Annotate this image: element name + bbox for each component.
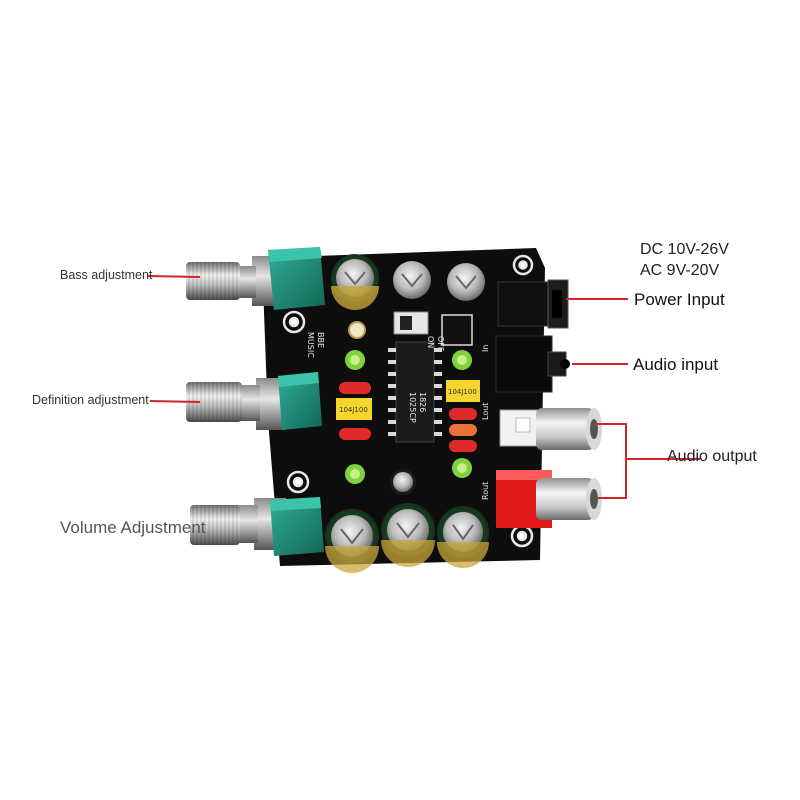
chip-marking-1: 1025CP (408, 392, 417, 423)
cap-code-left: 104J100 (339, 406, 368, 414)
volume-adjustment-label: Volume Adjustment (60, 518, 206, 537)
silkscreen: 1025CP 1826 104J100 104J100 ON OFF BBE M… (306, 332, 490, 500)
power-switch[interactable] (393, 311, 429, 335)
rca-jack-white[interactable] (536, 408, 602, 450)
cap-code-right: 104J100 (448, 388, 477, 396)
rca-jack-red[interactable] (496, 470, 602, 528)
definition-adjustment-label: Definition adjustment (32, 393, 149, 407)
component-outline (441, 314, 473, 346)
lout-label: Lout (481, 403, 490, 420)
switch-on-label: ON (426, 336, 435, 348)
audio-input-jack[interactable] (495, 335, 570, 393)
audio-input-label: Audio input (633, 355, 719, 374)
definition-leader (149, 400, 201, 403)
mounting-holes (282, 254, 534, 548)
audio-output-label: Audio output (667, 448, 757, 465)
in-label: In (481, 345, 490, 352)
bass-adjustment-label: Bass adjustment (60, 268, 153, 282)
led (348, 321, 366, 339)
definition-potentiometer[interactable] (186, 372, 322, 430)
power-spec-ac: AC 9V-20V (640, 262, 720, 279)
switch-off-label: OFF (436, 336, 445, 352)
small-capacitors (336, 350, 480, 484)
volume-potentiometer[interactable] (190, 497, 324, 556)
top-capacitors (331, 254, 490, 310)
rout-label: Rout (481, 482, 490, 500)
power-spec-dc: DC 10V-26V (640, 241, 729, 258)
power-input-label: Power Input (634, 290, 725, 309)
ic-chip (388, 341, 442, 443)
music-label: MUSIC (306, 332, 315, 358)
bass-leader (147, 275, 201, 278)
bass-potentiometer[interactable] (186, 247, 325, 310)
leader-lines (147, 275, 700, 499)
chip-marking-2: 1826 (418, 392, 427, 412)
bbe-label: BBE (316, 332, 325, 348)
audio-output-bracket (596, 423, 627, 499)
bottom-capacitors (325, 469, 489, 573)
dc-power-jack[interactable] (497, 279, 569, 329)
